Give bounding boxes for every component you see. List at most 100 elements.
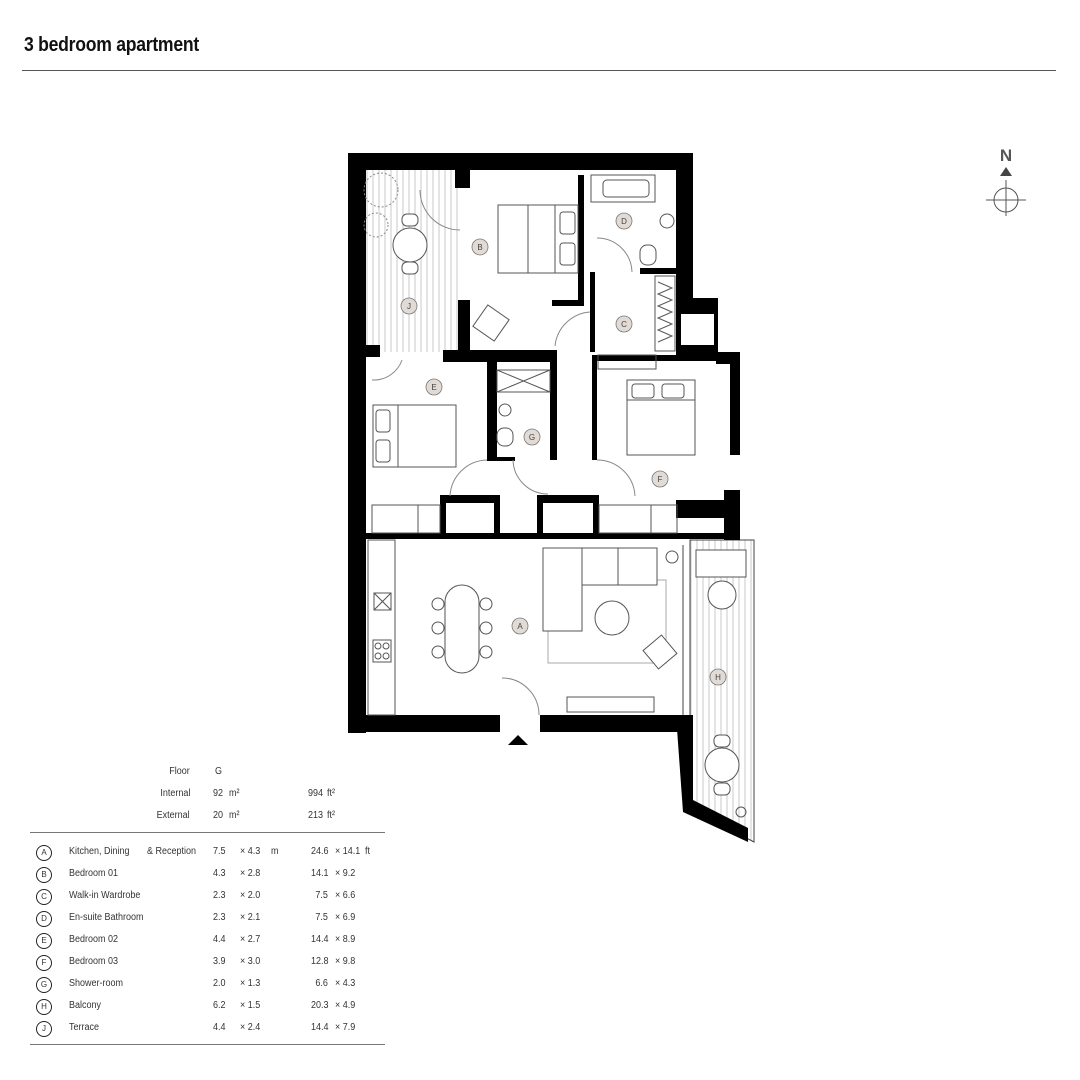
room-label-g: G [529, 433, 535, 442]
room-key-badge: E [36, 933, 52, 949]
room-label-j: J [407, 302, 411, 311]
door-swing [596, 237, 633, 273]
external-m2-unit: m² [229, 810, 240, 821]
sink-icon [659, 213, 675, 229]
door-swing [419, 189, 461, 231]
room-width-ft: 7.5 [315, 912, 328, 923]
bed-icon [626, 379, 696, 456]
room-length-m: × 2.8 [240, 868, 261, 879]
entrance-door-swing [501, 677, 540, 716]
room-length-ft: × 9.2 [335, 868, 356, 879]
internal-ft2: 994 [308, 788, 324, 799]
room-width-m: 2.3 [213, 890, 226, 901]
table-divider [30, 832, 385, 833]
door-swing [554, 311, 591, 347]
wardrobe-icon [654, 275, 676, 352]
room-name-extra: & Reception [147, 846, 197, 857]
toilet-icon [639, 244, 657, 266]
sink-icon [498, 403, 512, 417]
balcony-table-icon [707, 580, 737, 610]
north-arrow-icon [1000, 167, 1012, 176]
room-name: Terrace [69, 1022, 100, 1033]
bed-icon [372, 404, 457, 468]
room-width-m: 6.2 [213, 1000, 226, 1011]
unit-m: m [271, 846, 279, 857]
storage-cupboard [446, 503, 494, 533]
room-length-ft: × 8.9 [335, 934, 356, 945]
tv-unit [566, 696, 655, 713]
door-swing [512, 459, 549, 495]
sink-icon [373, 592, 392, 611]
room-width-m: 4.4 [213, 934, 226, 945]
room-label-f: F [658, 475, 663, 484]
plant-icon [363, 212, 389, 238]
room-width-m: 4.4 [213, 1022, 226, 1033]
room-key-badge: H [36, 999, 52, 1015]
entrance-arrow-icon [508, 735, 528, 745]
room-name: En-suite Bathroom [69, 912, 144, 923]
chair-icon [401, 261, 419, 275]
room-key-badge: B [36, 867, 52, 883]
room-label-b: B [477, 243, 482, 252]
room-width-m: 2.3 [213, 912, 226, 923]
room-width-m: 3.9 [213, 956, 226, 967]
room-length-ft: × 7.9 [335, 1022, 356, 1033]
kitchen-counter [367, 539, 396, 716]
chair-icon [401, 213, 419, 227]
room-width-ft: 12.8 [310, 956, 328, 967]
furniture [363, 172, 747, 818]
door-swing [449, 459, 488, 497]
table-bottom-rule [30, 1044, 385, 1045]
room-width-ft: 14.4 [310, 934, 328, 945]
room-length-ft: × 9.8 [335, 956, 356, 967]
room-label-c: C [621, 320, 627, 329]
room-length-m: × 2.1 [240, 912, 261, 923]
compass-north-label: N [1000, 146, 1012, 165]
unit-ft: ft [365, 846, 371, 857]
room-key-badge: J [36, 1021, 52, 1037]
external-ft2-unit: ft² [327, 810, 336, 821]
internal-m2-unit: m² [229, 788, 240, 799]
room-name: Kitchen, Dining [69, 846, 130, 857]
external-m2: 20 [213, 810, 224, 821]
room-length-m: × 2.7 [240, 934, 261, 945]
hob-icon [372, 639, 392, 663]
external-ft2: 213 [308, 810, 324, 821]
room-name: Walk-in Wardrobe [69, 890, 141, 901]
room-width-ft: 14.1 [310, 868, 328, 879]
room-width-m: 4.3 [213, 868, 226, 879]
toilet-icon [496, 427, 514, 447]
bathtub-icon [590, 174, 656, 203]
room-length-m: × 1.5 [240, 1000, 261, 1011]
internal-label: Internal [159, 788, 190, 799]
armchair-icon [642, 634, 678, 670]
terrace-table-icon [392, 227, 428, 263]
room-name: Bedroom 02 [69, 934, 119, 945]
dining-table-icon [444, 584, 480, 674]
title-divider [22, 70, 1056, 71]
floor-label: Floor [169, 766, 190, 777]
wardrobe-icon [598, 504, 652, 534]
room-key-badge: C [36, 889, 52, 905]
coffee-table-icon [594, 600, 630, 636]
drawers-icon [597, 354, 657, 370]
plant-icon [363, 172, 399, 208]
room-width-ft: 20.3 [310, 1000, 328, 1011]
room-key-badge: G [36, 977, 52, 993]
room-name: Balcony [69, 1000, 102, 1011]
wardrobe-niche [681, 314, 714, 345]
room-width-ft: 6.6 [315, 978, 328, 989]
room-name: Shower-room [69, 978, 124, 989]
external-label: External [156, 810, 190, 821]
internal-m2: 92 [213, 788, 224, 799]
bench-icon [695, 549, 747, 578]
armchair-icon [472, 304, 510, 342]
room-key-badge: D [36, 911, 52, 927]
room-width-ft: 24.6 [310, 846, 328, 857]
room-length-m: × 3.0 [240, 956, 261, 967]
floor-value: G [215, 766, 223, 777]
room-length-m: × 2.4 [240, 1022, 261, 1033]
room-length-m: × 4.3 [240, 846, 261, 857]
room-width-m: 2.0 [213, 978, 226, 989]
